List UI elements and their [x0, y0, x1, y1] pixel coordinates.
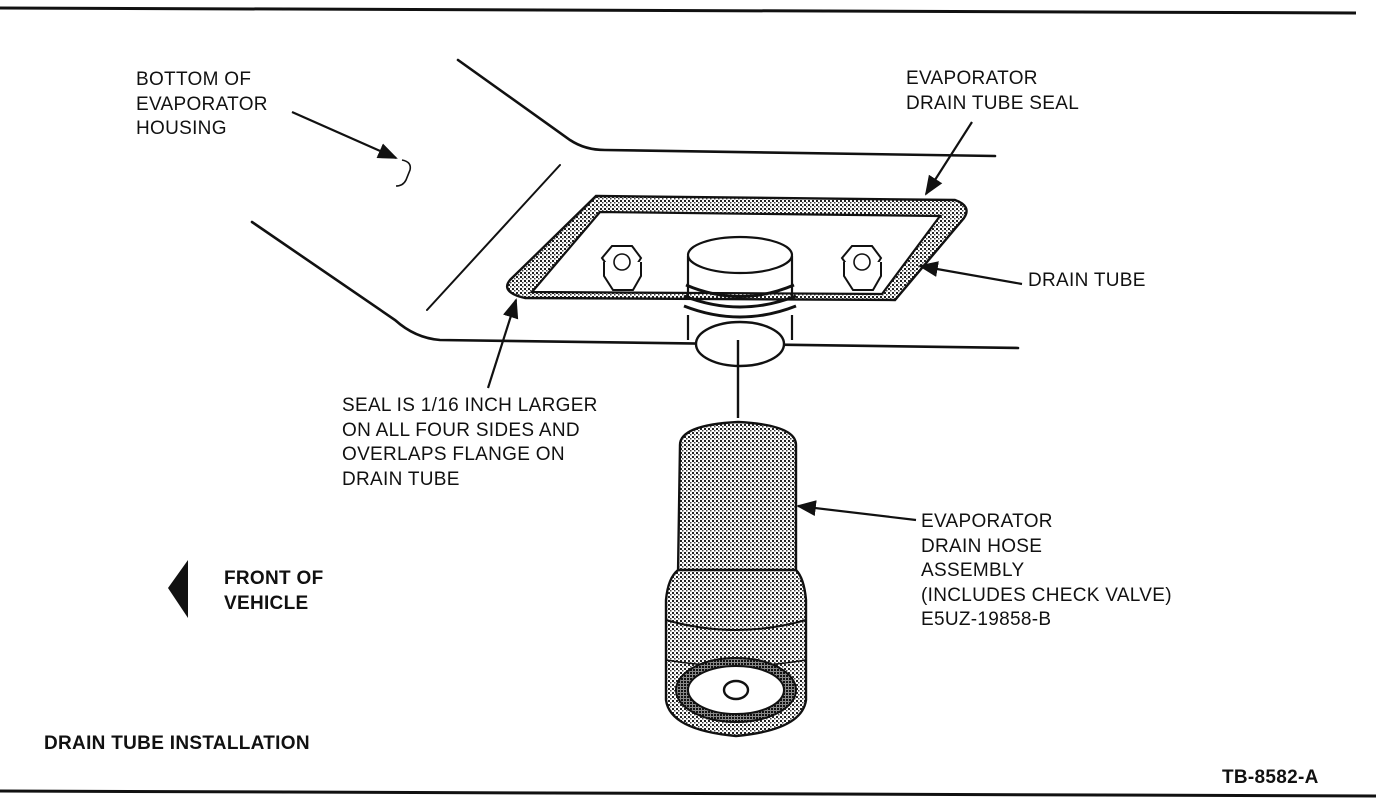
- bottom-housing-label: BOTTOM OF EVAPORATOR HOUSING: [136, 69, 268, 139]
- mounting-nut-left: [600, 245, 643, 291]
- mounting-nut-right: [840, 245, 883, 291]
- drain-hose-assembly: [664, 420, 808, 738]
- drain-tube-seal-label: EVAPORATOR DRAIN TUBE SEAL: [906, 68, 1080, 114]
- evaporator-housing: [250, 58, 1020, 350]
- top-border-line: [0, 6, 1357, 15]
- front-arrow-icon: [168, 560, 188, 618]
- leader-lines: [291, 110, 1023, 522]
- drain-hose-label: EVAPORATOR DRAIN HOSE ASSEMBLY (INCLUDES…: [921, 511, 1172, 630]
- front-of-vehicle-label: FRONT OF VEHICLE: [224, 568, 324, 614]
- bottom-border-line: [0, 789, 1376, 798]
- drain-tube-label: DRAIN TUBE: [1028, 270, 1146, 291]
- figure-id: TB-8582-A: [1222, 767, 1319, 788]
- drain-tube-nozzle: [683, 235, 797, 368]
- diagram-caption: DRAIN TUBE INSTALLATION: [44, 733, 310, 754]
- seal-note-label: SEAL IS 1/16 INCH LARGER ON ALL FOUR SID…: [342, 395, 598, 490]
